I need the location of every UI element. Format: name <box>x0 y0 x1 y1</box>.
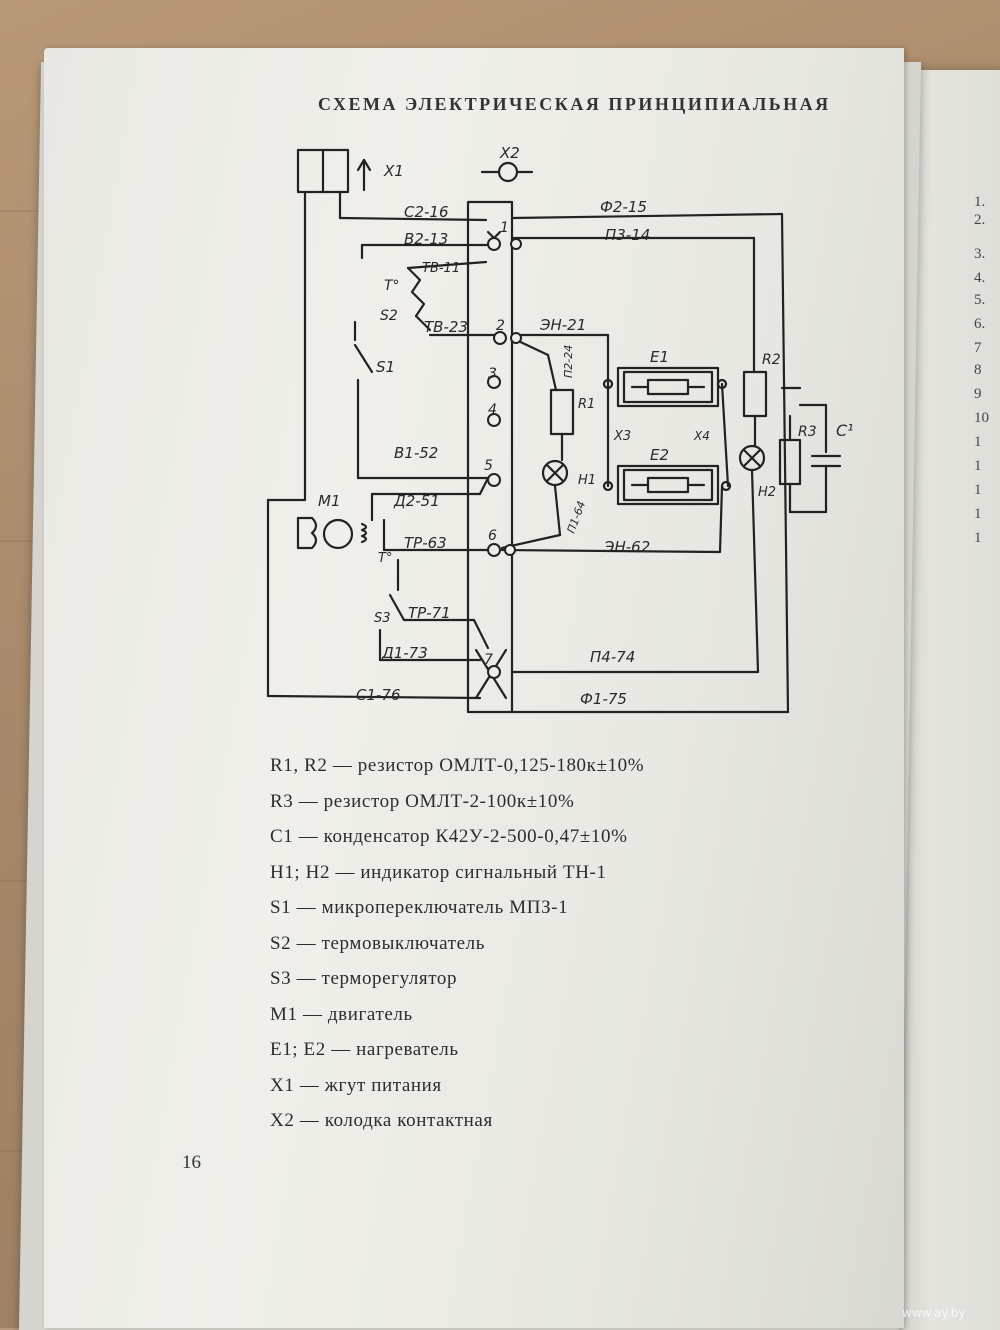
right-page-number: 10 <box>974 410 989 426</box>
legend-item: R1, R2 — резистор ОМЛТ-0,125-180к±10% <box>270 755 645 776</box>
right-page-number: 5. <box>974 292 986 308</box>
wire-label: ТР-71 <box>408 604 451 622</box>
terminal-number: 5 <box>484 458 493 474</box>
r3-label: R3 <box>798 424 817 440</box>
page-number: 16 <box>182 1152 201 1173</box>
legend-item: S2 — термовыключатель <box>270 932 485 954</box>
wire-label: П2-24 <box>562 345 575 378</box>
page-title: СХЕМА ЭЛЕКТРИЧЕСКАЯ ПРИНЦИПИАЛЬНАЯ <box>318 94 831 114</box>
right-page-number: 1 <box>974 530 982 546</box>
wire-label: Д1-73 <box>381 644 428 662</box>
right-page-number: 2. <box>974 212 986 228</box>
legend-item: Е1; Е2 — нагреватель <box>270 1039 459 1060</box>
right-page-number: 1 <box>974 482 982 498</box>
manual-page <box>44 48 904 1328</box>
wire-label: ЭН-21 <box>539 316 586 334</box>
wire-label: В2-13 <box>404 230 448 248</box>
wire-label: В1-52 <box>394 444 438 462</box>
wire-label: П1-64 <box>565 499 589 535</box>
x3-label: X3 <box>613 429 631 444</box>
component-legend: R1, R2 — резистор ОМЛТ-0,125-180к±10% R3… <box>270 748 790 1139</box>
right-page-number: 7 <box>974 340 982 356</box>
terminal-number: 6 <box>488 528 497 544</box>
wire-label: ЭН-62 <box>603 538 650 556</box>
legend-item: М1 — двигатель <box>270 1003 413 1025</box>
legend-item: R3 — резистор ОМЛТ-2-100к±10% <box>270 790 575 812</box>
r1-label: R1 <box>578 397 595 412</box>
s2-label: S2 <box>380 308 398 324</box>
terminal-number: 3 <box>488 366 497 382</box>
x4-label: X4 <box>693 429 710 443</box>
x2-label: X2 <box>499 144 520 162</box>
terminal-block <box>466 200 514 714</box>
thermo-label: T° <box>378 551 392 566</box>
watermark: www.ay.by <box>902 1306 966 1320</box>
legend-item: Н1; Н2 — индикатор сигнальный ТН-1 <box>270 861 607 883</box>
wire-label: Ф2-15 <box>600 198 647 216</box>
s1-label: S1 <box>376 358 395 376</box>
legend-item: S1 — микропереключатель МПЗ-1 <box>270 897 569 918</box>
terminal-number: 2 <box>496 318 505 334</box>
e1-label: E1 <box>650 348 669 366</box>
wire-label: П4-74 <box>590 648 635 666</box>
x1-label: X1 <box>383 162 404 180</box>
wire-label: С1-76 <box>356 686 401 704</box>
wire-label: Д2-51 <box>393 492 440 510</box>
h1-label: H1 <box>578 473 596 488</box>
right-page-number: 1 <box>974 458 982 474</box>
thermo-label: T° <box>384 278 400 294</box>
legend-item: Х2 — колодка контактная <box>270 1110 493 1131</box>
m1-label: M1 <box>318 492 341 510</box>
wire-label: ТВ-11 <box>422 261 460 276</box>
right-page-number: 3. <box>974 246 986 262</box>
wire-label: ТВ-23 <box>424 318 468 336</box>
right-page-number: 4. <box>974 270 986 286</box>
c1-label: C¹ <box>836 421 854 440</box>
terminal-number: 7 <box>484 652 493 668</box>
e2-label: E2 <box>650 446 669 464</box>
right-page-number: 9 <box>974 386 982 402</box>
right-page-number: 6. <box>974 316 986 332</box>
r2-label: R2 <box>762 352 781 368</box>
terminal-number: 1 <box>500 220 509 236</box>
wire-label: ТР-63 <box>404 534 447 552</box>
wire-label: П3-14 <box>605 226 650 244</box>
s3-label: S3 <box>374 611 391 626</box>
right-page-number: 8 <box>974 362 982 378</box>
terminal-number: 4 <box>488 402 497 418</box>
wire-label: С2-16 <box>404 203 449 221</box>
right-page-number: 1 <box>974 434 982 450</box>
legend-item: С1 — конденсатор К42У-2-500-0,47±10% <box>270 826 628 847</box>
legend-item: Х1 — жгут питания <box>270 1074 442 1096</box>
wire-label: Ф1-75 <box>580 690 627 708</box>
right-page-number: 1 <box>974 506 982 522</box>
right-page-number: 1. <box>974 194 986 210</box>
legend-item: S3 — терморегулятор <box>270 968 458 989</box>
h2-label: H2 <box>758 485 776 500</box>
